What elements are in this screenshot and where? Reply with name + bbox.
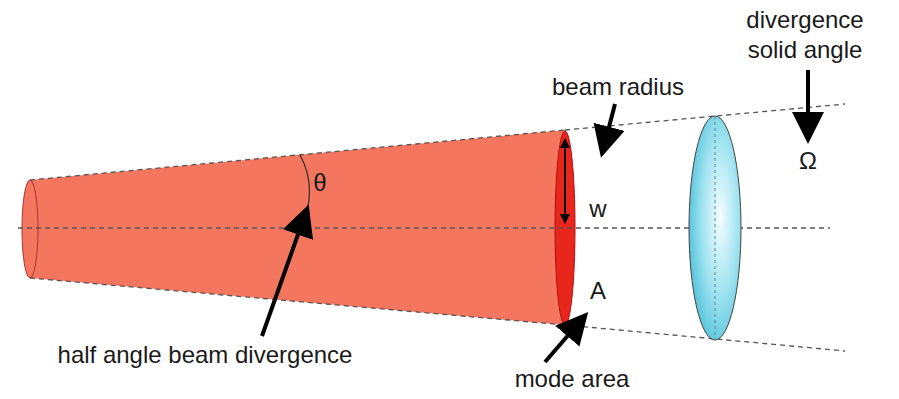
solid-angle-label: divergence solid angle [738, 5, 873, 65]
angle-symbol: θ [313, 168, 326, 198]
radius-symbol: w [589, 194, 606, 224]
divergence-label: half angle beam divergence [58, 340, 353, 370]
area-symbol: A [590, 276, 606, 306]
solid-angle-symbol: Ω [799, 146, 817, 176]
radius-label: beam radius [552, 72, 684, 102]
area-label: mode area [515, 364, 630, 394]
